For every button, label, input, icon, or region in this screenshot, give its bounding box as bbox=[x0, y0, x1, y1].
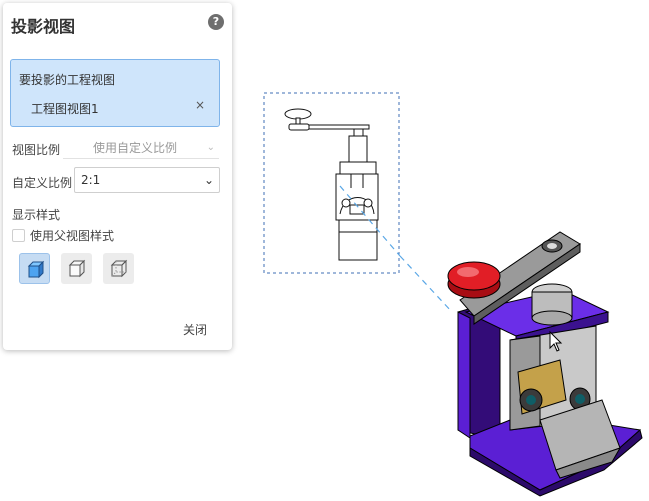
projection-alignment-line bbox=[399, 255, 453, 313]
projected-3d-model[interactable] bbox=[447, 231, 643, 497]
custom-scale-label: 自定义比例 bbox=[12, 176, 73, 190]
views-to-project-label: 要投影的工程视图 bbox=[19, 73, 116, 87]
panel-title: 投影视图 bbox=[11, 17, 76, 36]
shaded-style-button[interactable] bbox=[19, 253, 50, 284]
wireframe-style-button[interactable] bbox=[103, 253, 134, 284]
wireframe-cube-icon bbox=[110, 259, 128, 278]
custom-scale-select[interactable]: 2:1 ⌄ bbox=[74, 167, 220, 193]
projected-view-panel: 投影视图 ? 要投影的工程视图 工程图视图1 × 视图比例 使用自定义比例 ⌄ … bbox=[3, 3, 232, 350]
mouse-cursor-icon bbox=[549, 330, 563, 352]
views-to-project-selection-box[interactable]: 要投影的工程视图 工程图视图1 × bbox=[10, 59, 220, 127]
help-icon[interactable]: ? bbox=[208, 14, 224, 30]
display-style-label: 显示样式 bbox=[12, 208, 61, 222]
custom-scale-value: 2:1 bbox=[81, 173, 101, 187]
drawing-view-1[interactable] bbox=[263, 92, 401, 274]
chevron-down-icon: ⌄ bbox=[203, 173, 214, 187]
chevron-down-icon: ⌄ bbox=[206, 142, 215, 153]
shaded-cube-icon bbox=[27, 260, 45, 279]
remove-selection-icon[interactable]: × bbox=[195, 98, 206, 112]
view-selection-frame bbox=[263, 92, 400, 274]
view-scale-dropdown[interactable]: 使用自定义比例 ⌄ bbox=[63, 138, 219, 159]
use-parent-style-checkbox[interactable] bbox=[12, 229, 25, 242]
hidden-lines-cube-icon bbox=[68, 259, 86, 278]
view-scale-value: 使用自定义比例 bbox=[93, 141, 178, 155]
hidden-lines-style-button[interactable] bbox=[61, 253, 92, 284]
use-parent-style-label: 使用父视图样式 bbox=[30, 229, 115, 243]
selected-view-item[interactable]: 工程图视图1 bbox=[31, 102, 99, 116]
close-button[interactable]: 关闭 bbox=[183, 323, 208, 337]
view-scale-label: 视图比例 bbox=[12, 143, 61, 157]
